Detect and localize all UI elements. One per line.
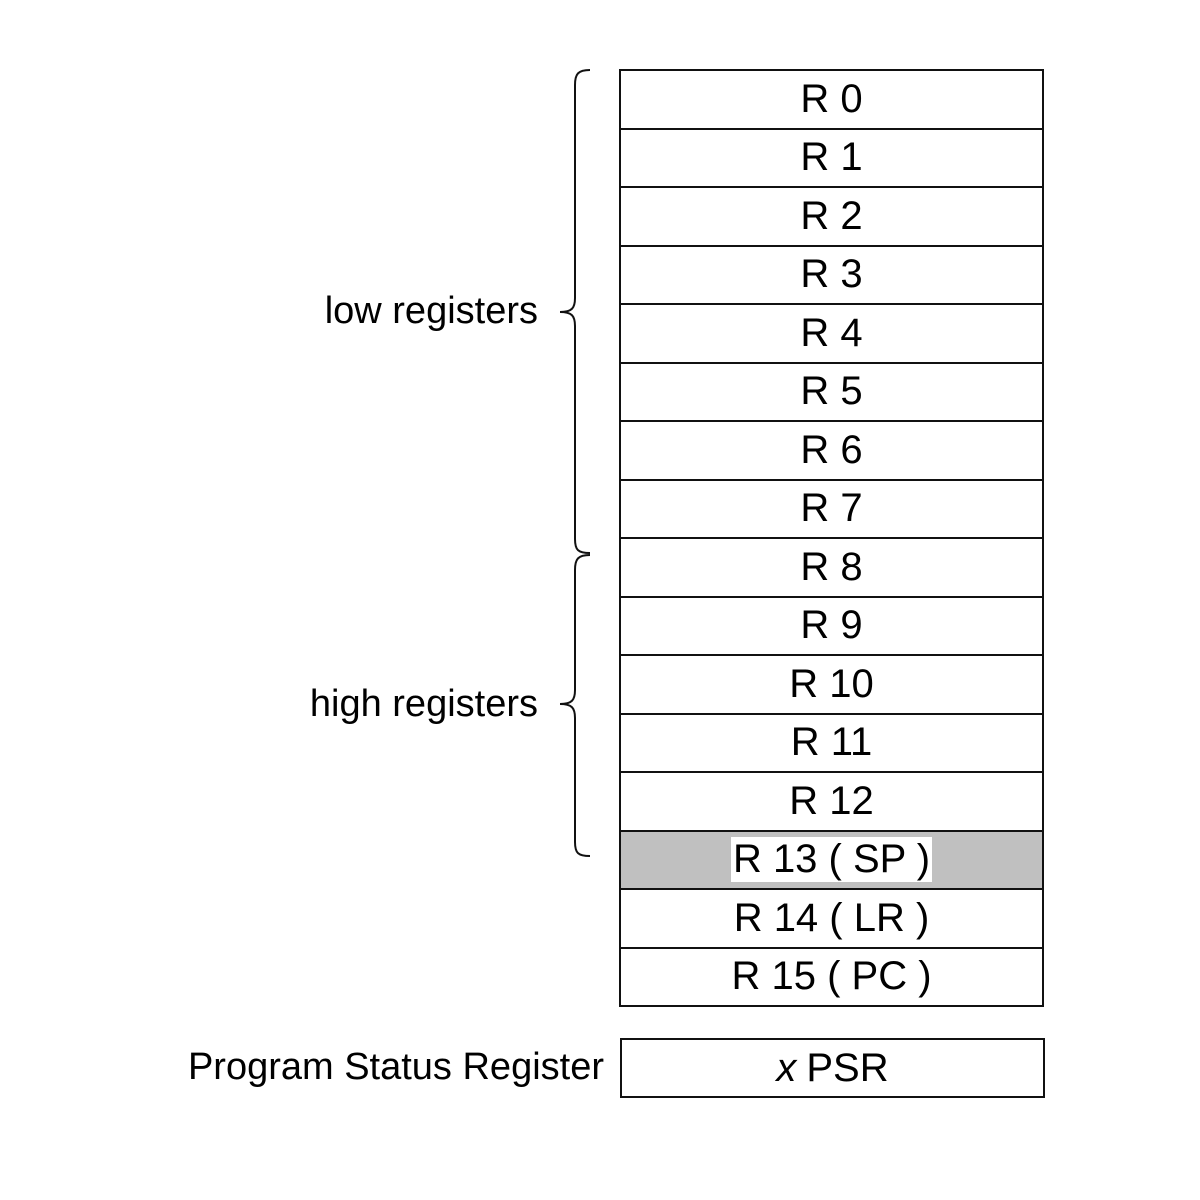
register-label: R 8 [800,544,863,589]
register-cell: R 6 [619,420,1044,481]
register-cell: R 11 [619,712,1044,773]
register-cell: R 3 [619,244,1044,305]
high-registers-brace [559,554,591,857]
register-label: R 5 [800,369,863,414]
register-cell: R 5 [619,361,1044,422]
register-cell: R 10 [619,654,1044,715]
register-label: R 12 [789,778,874,823]
register-cell: R 15 ( PC ) [619,946,1044,1007]
low-registers-brace [559,69,591,554]
register-label: R 0 [800,76,863,121]
high-registers-label: high registers [309,683,538,725]
register-cell: R 8 [619,537,1044,598]
register-label: R 14 ( LR ) [733,895,930,940]
register-cell: R 4 [619,303,1044,364]
register-cell: R 2 [619,186,1044,247]
register-label: R 10 [789,661,874,706]
register-label: R 9 [800,603,863,648]
psr-cell: x PSR [620,1038,1045,1098]
register-cell: R 14 ( LR ) [619,888,1044,949]
register-label: R 3 [800,252,863,297]
register-label: R 15 ( PC ) [731,954,932,999]
register-cell: R 7 [619,478,1044,539]
register-label: R 7 [800,486,863,531]
program-status-register-label: Program Status Register [187,1046,604,1088]
register-label: R 2 [800,193,863,238]
register-label: R 11 [790,720,873,765]
register-label: R 4 [800,310,863,355]
register-cell: R 0 [619,69,1044,130]
register-label: R 13 ( SP ) [730,837,933,883]
register-stack: R 0 R 1 R 2 R 3 R 4 R 5 R 6 R 7 R 8 R 9 R 10 R 11 R … [619,69,1044,1007]
register-label: R 6 [800,427,863,472]
psr-name: PSR [806,1045,889,1090]
register-cell: R 1 [619,127,1044,188]
register-cell: R 12 [619,771,1044,832]
low-registers-label: low registers [324,290,538,332]
register-label: R 1 [800,135,863,180]
register-cell: R 9 [619,595,1044,656]
psr-prefix: x [776,1045,797,1090]
register-cell: R 13 ( SP ) [619,829,1044,890]
